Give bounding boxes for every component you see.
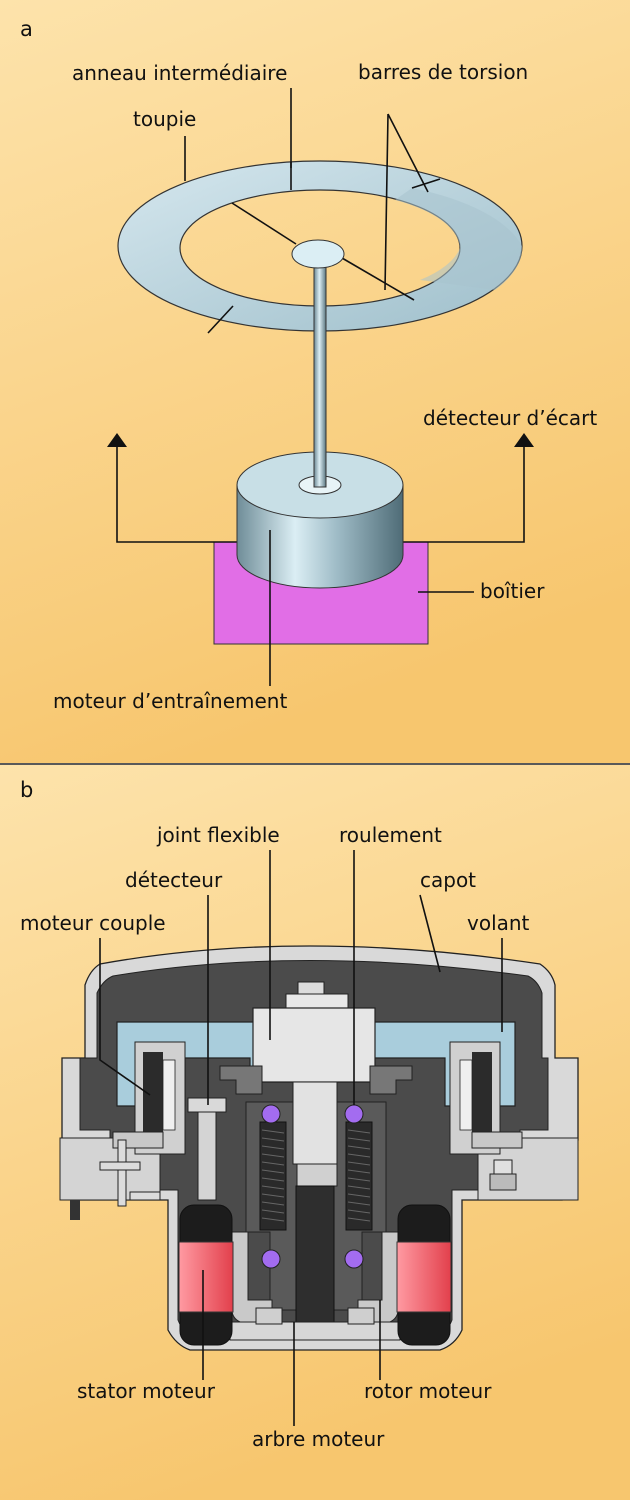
label-detecteur: détecteur <box>125 868 223 892</box>
clamp-left <box>219 1065 263 1095</box>
joint-top-boss <box>285 993 349 1009</box>
detector-arrow-right <box>402 445 525 543</box>
detecteur-head <box>187 1097 227 1113</box>
arrowhead-right-icon <box>514 433 534 447</box>
detecteur-rod <box>197 1099 217 1201</box>
right-screw <box>489 1159 517 1191</box>
left-lever-arm <box>99 1161 141 1171</box>
left-pin <box>70 1200 80 1220</box>
joint-flexible-block <box>252 1007 376 1083</box>
shaft-upper <box>292 1081 338 1165</box>
label-detecteur-ecart: détecteur d’écart <box>423 406 597 430</box>
clamp-right <box>369 1065 413 1095</box>
bearing-upper-right <box>344 1104 364 1124</box>
leader-barres <box>384 113 429 291</box>
label-arbre-moteur: arbre moteur <box>252 1427 385 1451</box>
joint-top-cap <box>297 981 325 995</box>
moteur-couple-left <box>112 1041 186 1155</box>
label-moteur-entrainement: moteur d’entraînement <box>53 689 287 713</box>
torsion-bar-1 <box>231 202 297 245</box>
leader-capot <box>419 894 441 973</box>
detector-arrow-left <box>116 445 240 543</box>
left-lever-foot <box>129 1191 161 1201</box>
gyro-shaft <box>313 261 327 488</box>
bearing-lower-right <box>344 1249 364 1269</box>
toupie-ring <box>117 160 523 334</box>
arbre-moteur-shaft <box>295 1185 335 1323</box>
label-volant: volant <box>467 911 530 935</box>
stator-right <box>396 1204 452 1346</box>
label-boitier: boîtier <box>480 579 545 603</box>
leader-moteur-couple <box>99 938 151 1096</box>
label-toupie: toupie <box>133 107 196 131</box>
base-block-left <box>255 1307 283 1325</box>
label-stator-moteur: stator moteur <box>77 1379 216 1403</box>
panel-b-letter: b <box>20 778 33 802</box>
label-joint-flexible: joint flexible <box>156 823 280 847</box>
rotor-base <box>229 1321 401 1341</box>
label-roulement: roulement <box>339 823 442 847</box>
shaft-middle <box>296 1163 338 1187</box>
stator-left <box>178 1204 234 1346</box>
gyro-top-disc <box>291 239 345 269</box>
left-lever-post <box>117 1139 127 1207</box>
label-moteur-couple: moteur couple <box>20 911 166 935</box>
base-block-right <box>347 1307 375 1325</box>
label-capot: capot <box>420 868 476 892</box>
panel-a-letter: a <box>20 17 33 41</box>
label-barres-de-torsion: barres de torsion <box>358 60 528 84</box>
moteur-couple-right <box>449 1041 523 1155</box>
torsion-bar-2 <box>341 257 415 301</box>
bearing-upper-left <box>261 1104 281 1124</box>
spring-ticks <box>261 1129 371 1222</box>
label-anneau-intermediaire: anneau intermédiaire <box>72 61 287 85</box>
arrowhead-left-icon <box>107 433 127 447</box>
bearing-lower-left <box>261 1249 281 1269</box>
label-rotor-moteur: rotor moteur <box>364 1379 492 1403</box>
